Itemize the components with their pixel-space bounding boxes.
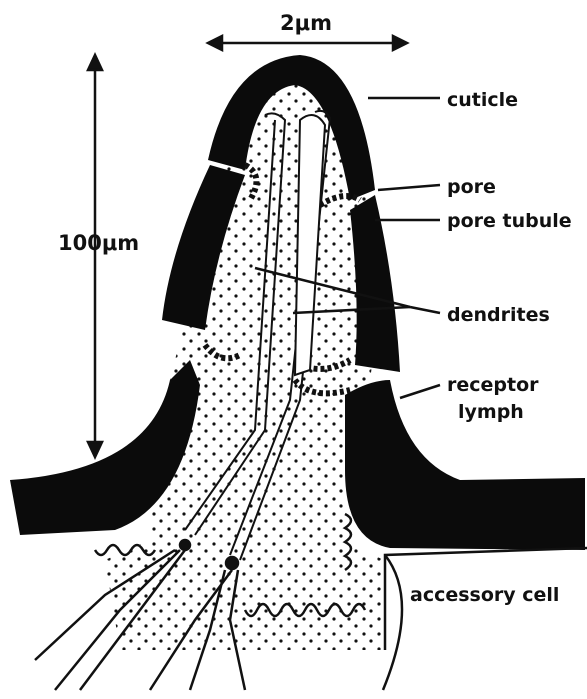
label-accessory-cell: accessory cell [410,584,559,606]
height-label: 100μm [58,231,139,255]
cuticle-shaft-right [350,195,400,372]
label-receptor: receptor [447,374,539,396]
label-dendrites: dendrites [447,304,550,326]
label-cuticle: cuticle [447,89,518,111]
label-pore: pore [447,176,496,198]
width-dimension-arrow [208,36,407,50]
label-pore-tubule: pore tubule [447,210,572,232]
width-label: 2μm [280,11,332,35]
height-dimension-arrow [88,55,102,457]
label-lymph: lymph [458,401,524,423]
